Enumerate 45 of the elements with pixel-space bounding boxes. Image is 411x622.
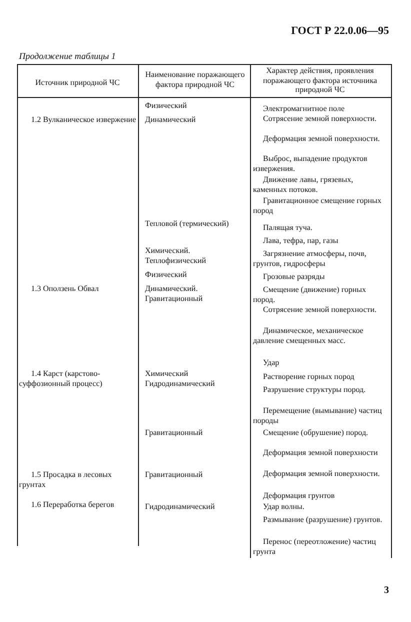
table-cell-text: Смещение (обрушение) пород. — [262, 428, 370, 438]
table-cell-text: 1.2 Вулканическое извержение — [30, 115, 136, 124]
table-cell-text: Удар волны. — [262, 502, 306, 512]
column-header: Характер действия, проявления поражающего фактора источника природной ЧС — [262, 66, 378, 94]
page-number: 3 — [384, 586, 389, 596]
table-cell-text: Деформация земной поверхности. — [262, 134, 381, 144]
table-cell-text: Физический — [145, 270, 188, 280]
table-cell-text: Электромагнитное поле — [262, 104, 346, 114]
table-cell-text: Выброс, выпадение продуктов извержения. — [253, 154, 368, 173]
column-header: Источник природной ЧС — [34, 78, 121, 88]
table-cell-text: Динамический. Гравитационный — [145, 284, 204, 303]
table-cell-text: Гравитационный — [145, 428, 204, 438]
table-cell-text: Гидродинамический — [145, 502, 216, 512]
table-cell-text: Динамическое, механическое давление смещенных масс. — [253, 326, 364, 345]
table-cell-text: Химический Гидродинамический — [145, 369, 216, 388]
table-cell-text: Разрушение структуры пород. — [262, 385, 367, 394]
table-cell-text: Грозовые разряды — [262, 272, 326, 282]
table-cell-text: Смещение (движение) горных пород. — [253, 285, 368, 304]
table-cell-text: Растворение горных пород — [262, 372, 356, 382]
document-code: ГОСТ Р 22.0.06—95 — [291, 27, 389, 36]
table-cell-text: Удар — [262, 358, 280, 368]
table-cell-text: 1.4 Карст (карстово-суффозионный процесс) — [19, 369, 104, 388]
table-cell-text: Физический — [145, 101, 188, 110]
table-cell-text: Перенос (переотложение) частиц грунта — [253, 537, 377, 556]
column-header: Наименование поражающего фактора природной ЧС — [145, 70, 245, 89]
table-cell-text: 1.3 Оползень Обвал — [30, 284, 100, 294]
table-cell-text: Сотрясение земной поверхности. — [262, 114, 378, 124]
table-cell-text: Деформация земной поверхности. — [262, 469, 381, 478]
table-cell-text: Деформация грунтов — [262, 491, 336, 500]
table-cell-text: Гравитационный — [145, 470, 204, 480]
table-caption: Продолжение таблицы 1 — [19, 52, 116, 62]
table-cell-text: 1.5 Просадка в лесовых грунтах — [19, 470, 113, 489]
table-cell-text: 1.6 Переработка берегов — [30, 500, 116, 510]
table-cell-text: Перемещение (вымывание) частиц породы — [253, 406, 383, 425]
table-cell-text: Динамический — [145, 115, 197, 124]
table-cell-text: Гравитационное смещение горных пород — [253, 196, 382, 215]
table-cell-text: Лава, тефра, пар, газы — [262, 236, 340, 246]
table-cell-text: Химический. Теплофизический — [145, 246, 208, 265]
table-cell-text: Палящая туча. — [262, 223, 314, 232]
table-cell-text: Деформация земной поверхности — [262, 448, 379, 458]
table-cell-text: Размывание (разрушение) грунтов. — [262, 515, 384, 524]
table-cell-text: Тепловой (термический) — [145, 219, 230, 228]
table-cell-text: Загрязнение атмосферы, почв, грунтов, гидросферы — [253, 249, 368, 268]
table-cell-text: Движение лавы, грязевых, каменных потоков. — [253, 175, 354, 194]
table-cell-text: Сотрясение земной поверхности. — [262, 305, 378, 314]
